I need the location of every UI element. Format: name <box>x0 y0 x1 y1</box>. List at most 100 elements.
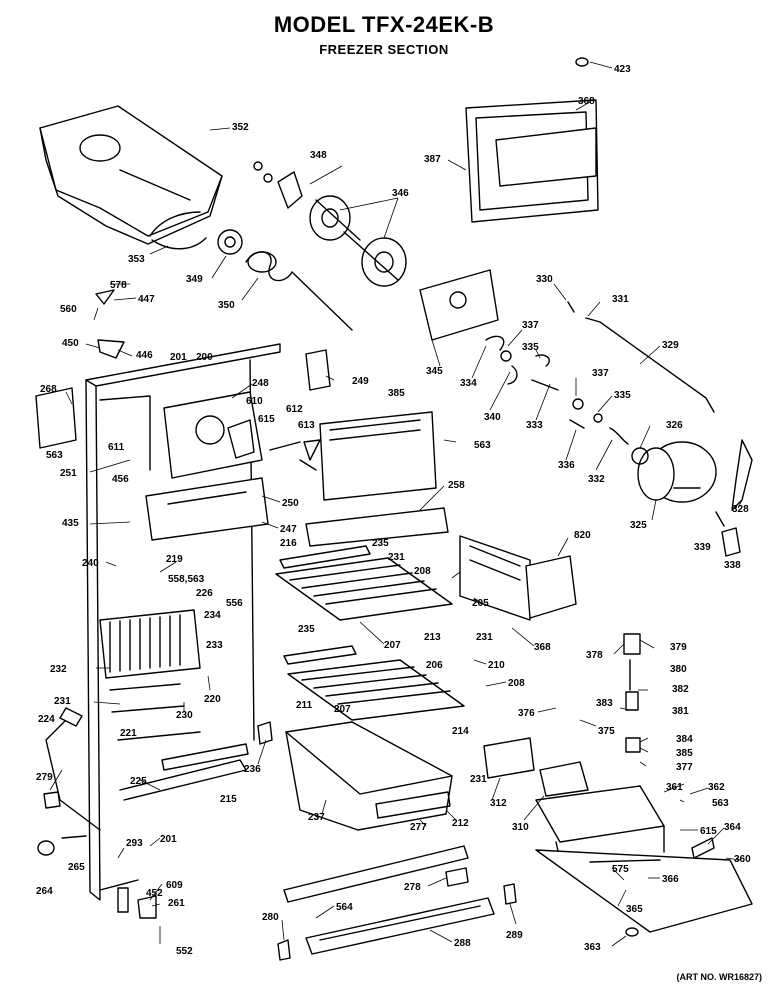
callout-376: 376 <box>518 708 535 719</box>
callout-452: 452 <box>146 888 163 899</box>
callout-250: 250 <box>282 498 299 509</box>
linkage-334-340 <box>485 335 629 445</box>
callout-214: 214 <box>452 726 469 737</box>
callout-335b: 335 <box>614 390 631 401</box>
callout-385b: 385 <box>676 748 693 759</box>
callout-612: 612 <box>286 404 303 415</box>
switch-338-339 <box>715 511 741 557</box>
callout-575: 575 <box>612 864 629 875</box>
cover-258 <box>305 507 449 547</box>
callout-231d: 231 <box>470 774 487 785</box>
callout-387: 387 <box>424 154 441 165</box>
guard-312 <box>483 737 535 779</box>
heater-224 <box>45 707 101 831</box>
motor-310 <box>539 761 589 797</box>
gear-349 <box>217 229 243 255</box>
callout-labels: 423 368 352 348 346 387 353 349 578 447 … <box>36 64 751 957</box>
callout-233: 233 <box>206 640 223 651</box>
callout-366: 366 <box>662 874 679 885</box>
callout-615b: 615 <box>700 826 717 837</box>
callout-221: 221 <box>120 728 137 739</box>
callout-326: 326 <box>666 420 683 431</box>
callout-364: 364 <box>724 822 741 833</box>
callout-352: 352 <box>232 122 249 133</box>
callout-609: 609 <box>166 880 183 891</box>
callout-360: 360 <box>734 854 751 865</box>
basket-211 <box>285 721 453 831</box>
callout-335: 335 <box>522 342 539 353</box>
callout-368b: 368 <box>534 642 551 653</box>
callout-212: 212 <box>452 818 469 829</box>
callout-556: 556 <box>226 598 243 609</box>
callout-447: 447 <box>138 294 155 305</box>
callout-230: 230 <box>176 710 193 721</box>
callout-361: 361 <box>666 782 683 793</box>
callout-820: 820 <box>574 530 591 541</box>
callout-610: 610 <box>246 396 263 407</box>
callout-560: 560 <box>60 304 77 315</box>
callout-210: 210 <box>488 660 505 671</box>
callout-558-563: 558,563 <box>168 574 205 585</box>
crusher-blades-346 <box>309 195 407 287</box>
callout-280: 280 <box>262 912 279 923</box>
fan-615 <box>227 419 255 459</box>
callout-375: 375 <box>598 726 615 737</box>
callout-381: 381 <box>672 706 689 717</box>
condenser-361 <box>535 785 665 861</box>
callout-348: 348 <box>310 150 327 161</box>
pin-423 <box>575 57 589 67</box>
callout-346: 346 <box>392 188 409 199</box>
auger-350 <box>245 251 353 331</box>
callout-208: 208 <box>414 566 431 577</box>
callout-337b: 337 <box>592 368 609 379</box>
ice-bucket-352 <box>39 105 223 245</box>
cover-385 <box>319 411 437 501</box>
rod-329 <box>567 301 715 413</box>
evaporator-cover-250 <box>145 477 269 541</box>
callout-379: 379 <box>670 642 687 653</box>
callout-231c: 231 <box>54 696 71 707</box>
evaporator-coils-233 <box>99 609 201 679</box>
callout-330: 330 <box>536 274 553 285</box>
ice-door-387 <box>465 99 599 223</box>
callout-261: 261 <box>168 898 185 909</box>
callout-377: 377 <box>676 762 693 773</box>
art-number: (ART NO. WR16827) <box>676 972 762 982</box>
callout-339: 339 <box>694 542 711 553</box>
callout-216: 216 <box>280 538 297 549</box>
callout-435: 435 <box>62 518 79 529</box>
motor-325 <box>631 441 717 503</box>
callout-328: 328 <box>732 504 749 515</box>
callout-365: 365 <box>626 904 643 915</box>
callout-363: 363 <box>584 942 601 953</box>
callout-226: 226 <box>196 588 213 599</box>
callout-336: 336 <box>558 460 575 471</box>
callout-231b: 231 <box>476 632 493 643</box>
callout-329: 329 <box>662 340 679 351</box>
callout-279: 279 <box>36 772 53 783</box>
callout-288: 288 <box>454 938 471 949</box>
callout-325: 325 <box>630 520 647 531</box>
callout-378: 378 <box>586 650 603 661</box>
callout-225: 225 <box>130 776 147 787</box>
callout-265: 265 <box>68 862 85 873</box>
callout-236: 236 <box>244 764 261 775</box>
fan-blade-613 <box>269 439 321 471</box>
callout-206: 206 <box>426 660 443 671</box>
callout-338: 338 <box>724 560 741 571</box>
callout-201: 201 <box>170 352 187 363</box>
callout-211: 211 <box>296 700 313 711</box>
rail-277 <box>283 845 469 903</box>
callout-232: 232 <box>50 664 67 675</box>
callout-337: 337 <box>522 320 539 331</box>
callout-310: 310 <box>512 822 529 833</box>
callout-234: 234 <box>204 610 221 621</box>
callout-237: 237 <box>308 812 325 823</box>
callout-248: 248 <box>252 378 269 389</box>
callout-456: 456 <box>112 474 129 485</box>
callout-235b: 235 <box>298 624 315 635</box>
callout-201b: 201 <box>160 834 177 845</box>
callout-332: 332 <box>588 474 605 485</box>
callout-207: 207 <box>384 640 401 651</box>
